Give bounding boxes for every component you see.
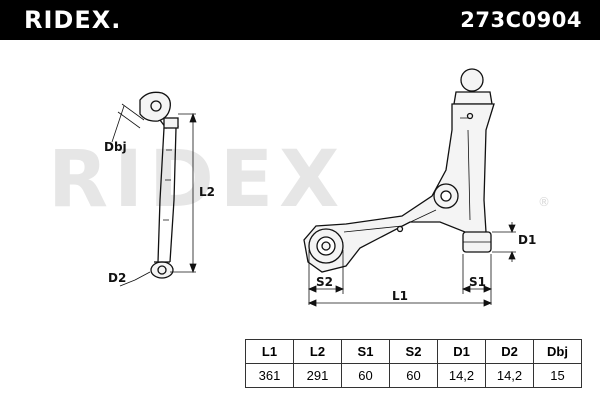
watermark-text: RIDEX: [48, 135, 345, 225]
table-cell-d2: 14,2: [485, 363, 534, 388]
top-view-arm: [303, 68, 495, 273]
side-view-arm: [139, 91, 179, 279]
dim-label-s2: S2: [316, 275, 333, 289]
dimensions-table: L1 L2 S1 S2 D1 D2 Dbj 361 291 60 60 14,2…: [245, 339, 582, 388]
table-cell-l2: 291: [293, 363, 342, 388]
part-number: 273C0904: [460, 8, 582, 32]
table-row: 361 291 60 60 14,2 14,2 15: [245, 363, 582, 388]
top-view-dimensions: [307, 222, 516, 307]
dim-label-s1: S1: [469, 275, 486, 289]
brand-logo: RIDEX.: [24, 6, 122, 34]
table-header-d2: D2: [485, 339, 534, 364]
dim-label-dbj: Dbj: [104, 140, 127, 154]
table-header-row: L1 L2 S1 S2 D1 D2 Dbj: [245, 339, 582, 364]
technical-drawing: RIDEX ® L2 Dbj D2: [48, 68, 550, 307]
table-cell-l1: 361: [245, 363, 294, 388]
dim-label-l2: L2: [199, 185, 215, 199]
table-header-s2: S2: [389, 339, 438, 364]
table-header-d1: D1: [437, 339, 486, 364]
table-cell-s1: 60: [341, 363, 390, 388]
table-cell-s2: 60: [389, 363, 438, 388]
table-cell-d1: 14,2: [437, 363, 486, 388]
table-cell-dbj: 15: [533, 363, 582, 388]
header-bar: RIDEX. 273C0904: [0, 0, 600, 40]
dim-label-d2: D2: [108, 271, 126, 285]
table-header-l2: L2: [293, 339, 342, 364]
dim-label-d1: D1: [518, 233, 536, 247]
watermark-registered-mark: ®: [538, 195, 550, 209]
table-header-l1: L1: [245, 339, 294, 364]
table-header-s1: S1: [341, 339, 390, 364]
dim-label-l1: L1: [392, 289, 408, 303]
table-header-dbj: Dbj: [533, 339, 582, 364]
side-view-dimensions: [111, 103, 197, 287]
